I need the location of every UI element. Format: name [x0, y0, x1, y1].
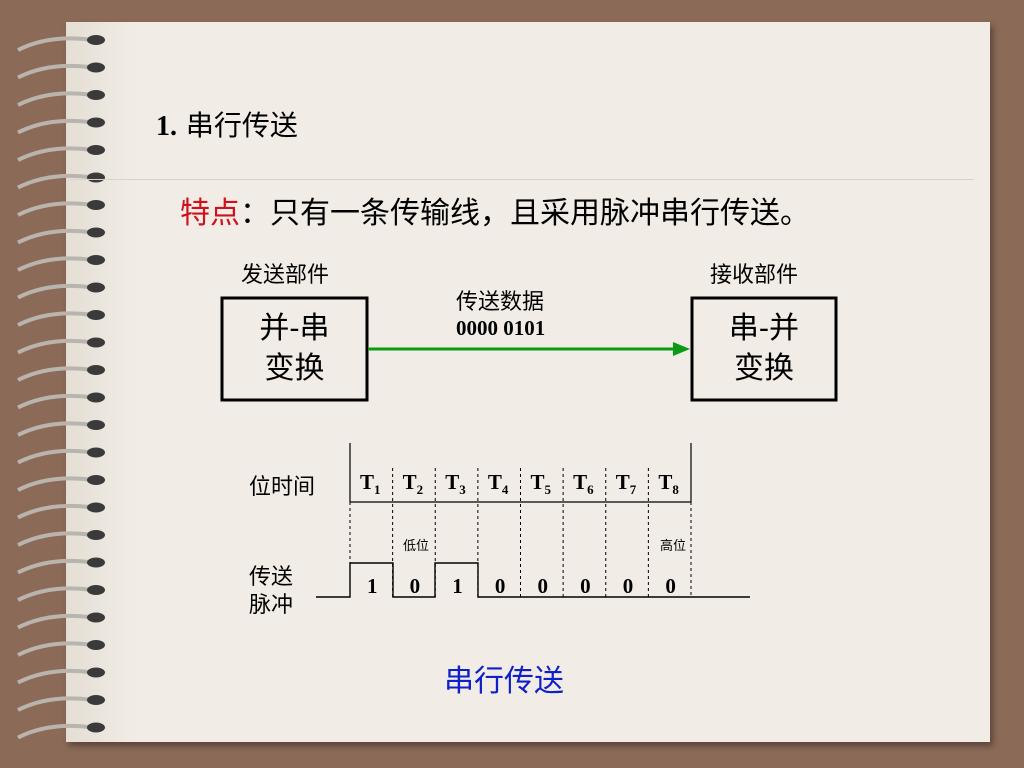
bit-time-label: 位时间 [249, 475, 316, 500]
paper-binding-edge [66, 22, 136, 742]
pulse-waveform [316, 562, 750, 598]
pulse-label-line1: 传送 [249, 565, 294, 590]
pulse-label-line2: 脉冲 [249, 593, 294, 618]
bit-value: 0 [494, 574, 506, 598]
receiver-caption: 接收部件 [710, 263, 799, 288]
bit-value: 0 [537, 574, 549, 598]
bit-value: 0 [580, 574, 591, 598]
high-bit-label: 高位 [660, 539, 687, 554]
ring [17, 337, 105, 355]
ring [17, 145, 105, 162]
bit-value: 0 [665, 574, 676, 598]
tick-label: T5 [530, 470, 552, 498]
ring [17, 365, 105, 382]
bit-value: 0 [409, 574, 421, 598]
ring [17, 117, 105, 135]
ring [17, 172, 105, 190]
ring [17, 200, 105, 217]
ring [17, 640, 105, 657]
tick-dividers [349, 468, 692, 597]
section-title: 1. 串行传送 [156, 104, 298, 144]
feature-label: 特点 [180, 196, 240, 231]
tick-label: T8 [658, 470, 679, 498]
ring [17, 392, 105, 410]
ring [17, 35, 105, 52]
pulse-label: 传送 脉冲 [249, 564, 293, 620]
divider-line [70, 179, 974, 180]
ring [17, 447, 105, 465]
sender-line2: 变换 [264, 351, 325, 386]
spiral-binding [17, 35, 105, 740]
bit-value: 1 [452, 574, 463, 598]
low-bit-label: 低位 [403, 539, 430, 554]
ring [17, 530, 105, 547]
ring [17, 557, 105, 575]
tick-label: T2 [402, 470, 424, 498]
receiver-box [690, 296, 838, 402]
ring [17, 667, 105, 685]
tick-label: T3 [445, 470, 466, 498]
ring [17, 420, 105, 437]
transfer-arrow-head [673, 342, 690, 356]
ring [17, 62, 105, 80]
sender-box [220, 296, 369, 402]
bit-value: 1 [367, 574, 378, 598]
tick-label: T7 [615, 470, 637, 498]
ring [17, 310, 105, 327]
feature-text: 只有一条传输线，且采用脉冲串行传送。 [270, 196, 810, 231]
receiver-line1: 串-并 [728, 311, 800, 346]
feature-colon: ： [240, 196, 270, 231]
ring [17, 612, 105, 630]
ring [17, 722, 105, 740]
sender-line1: 并-串 [259, 311, 330, 346]
ring [17, 90, 105, 107]
ring [17, 585, 105, 602]
ring [17, 502, 105, 520]
section-title-text: 串行传送 [185, 109, 298, 142]
ring [17, 255, 105, 272]
bit-value: 0 [622, 574, 634, 598]
tick-label: T4 [487, 470, 509, 498]
receiver-box-text: 串-并 变换 [692, 309, 836, 389]
ring [17, 475, 105, 492]
diagram-caption: 串行传送 [444, 664, 564, 699]
ring [17, 282, 105, 300]
section-number: 1. [156, 111, 177, 142]
ring [17, 227, 105, 245]
feature-line: 特点：只有一条传输线，且采用脉冲串行传送。 [180, 188, 810, 232]
sender-box-text: 并-串 变换 [222, 309, 367, 389]
tick-label: T6 [573, 470, 594, 498]
sender-caption: 发送部件 [241, 263, 330, 288]
transfer-label: 传送数据 [456, 290, 545, 315]
ring [17, 695, 105, 712]
tick-label: T1 [360, 470, 381, 498]
transfer-data: 0000 0101 [456, 316, 546, 340]
receiver-line2: 变换 [734, 351, 794, 386]
